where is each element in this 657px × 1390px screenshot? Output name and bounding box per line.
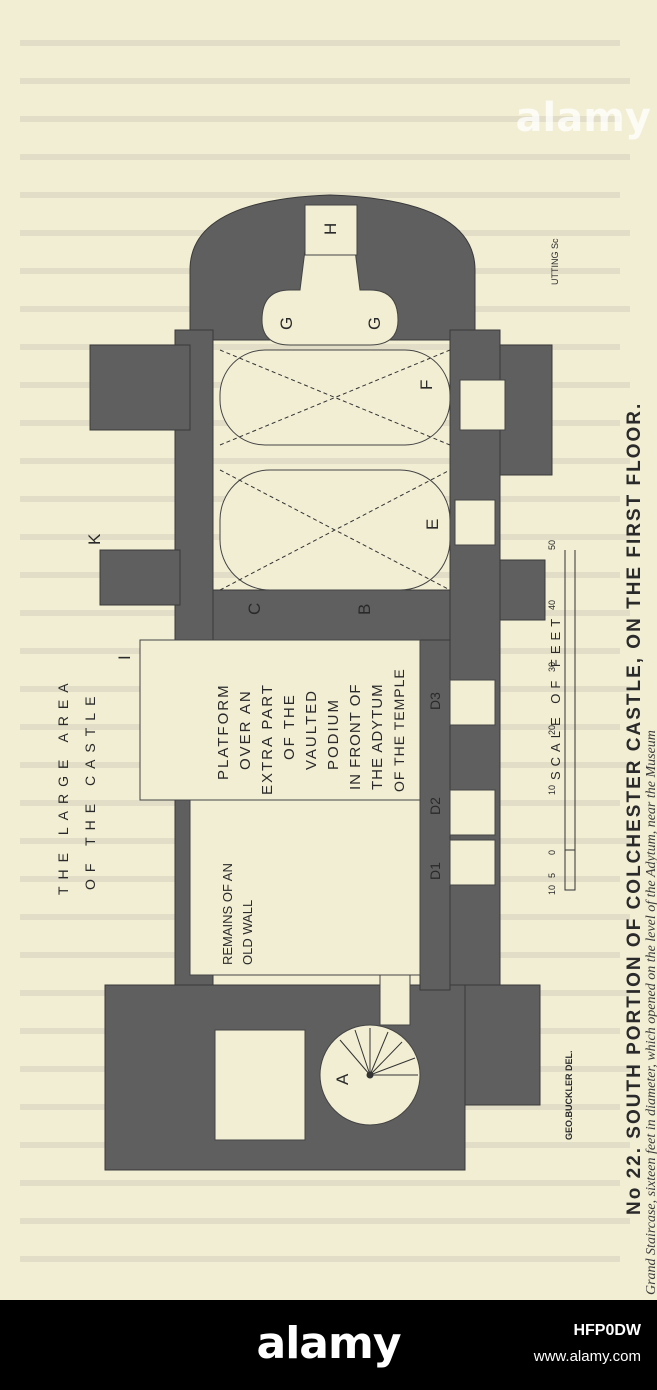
bottom-text: Grand Staircase, sixteen feet in diamete… (644, 730, 657, 1295)
alamy-url[interactable]: www.alamy.com (533, 1348, 641, 1365)
scale-tick-6: 40 (547, 600, 557, 610)
scale-bar (564, 550, 576, 891)
alamy-watermark-overlay: alamy (516, 95, 651, 141)
room-label-d1: D1 (427, 862, 443, 880)
room-label-e: E (423, 519, 442, 530)
room-label-i: I (115, 655, 134, 660)
platform-line-3: EXTRA PART (259, 683, 276, 795)
platform-line-2: OVER AN (237, 689, 254, 770)
room-label-d2: D2 (427, 797, 443, 815)
image-id: HFP0DW (573, 1322, 641, 1339)
engraver-credit: UTTING Sc (550, 238, 560, 285)
delineator-credit: GEO.BUCKLER DEL. (564, 1050, 574, 1140)
platform-line-7: IN FRONT OF (347, 683, 364, 790)
watermark-logo-text: alamy (515, 95, 651, 141)
room-label-a: A (333, 1073, 352, 1085)
figure-caption: No 22. SOUTH PORTION OF COLCHESTER CASTL… (624, 402, 645, 1215)
area-label-2: OF THE CASTLE (82, 690, 98, 890)
platform-line-1: PLATFORM (215, 683, 232, 780)
room-label-c: C (245, 603, 264, 615)
platform-line-4: OF THE (281, 693, 298, 760)
area-label-1: THE LARGE AREA (55, 676, 71, 895)
alamy-logo[interactable]: alamy (256, 1318, 402, 1369)
room-label-d3: D3 (427, 692, 443, 710)
room-label-b: B (355, 604, 374, 615)
room-label-h: H (321, 223, 340, 235)
book-page: THE LARGE AREA OF THE CASTLE PLATFORM OV… (20, 40, 657, 1295)
room-label-f: F (417, 380, 436, 390)
old-wall-label-2: OLD WALL (240, 900, 255, 965)
scale-tick-0: 10 (547, 885, 557, 895)
scale-tick-1: 5 (547, 873, 557, 878)
scale-tick-2: 0 (547, 850, 557, 855)
room-label-k: K (85, 533, 104, 545)
platform-line-9: OF THE TEMPLE (391, 668, 407, 792)
bottom-text-layer: Grand Staircase, sixteen feet in diamete… (644, 730, 657, 1295)
scale-tick-5: 30 (547, 662, 557, 672)
alamy-footer (0, 1300, 657, 1390)
platform-line-8: THE ADYTUM (369, 683, 386, 790)
scale-tick-7: 50 (547, 540, 557, 550)
old-wall-label-1: REMAINS OF AN (220, 863, 235, 965)
scale-label: SCALE OF FEET (548, 614, 563, 780)
scale-tick-4: 20 (547, 725, 557, 735)
scale-tick-3: 10 (547, 785, 557, 795)
platform-line-6: PODIUM (325, 698, 342, 770)
platform-line-5: VAULTED (303, 689, 320, 770)
castle-floor-plan: THE LARGE AREA OF THE CASTLE PLATFORM OV… (55, 194, 645, 1215)
room-label-g-1: G (277, 317, 296, 330)
room-label-g-2: G (365, 317, 384, 330)
